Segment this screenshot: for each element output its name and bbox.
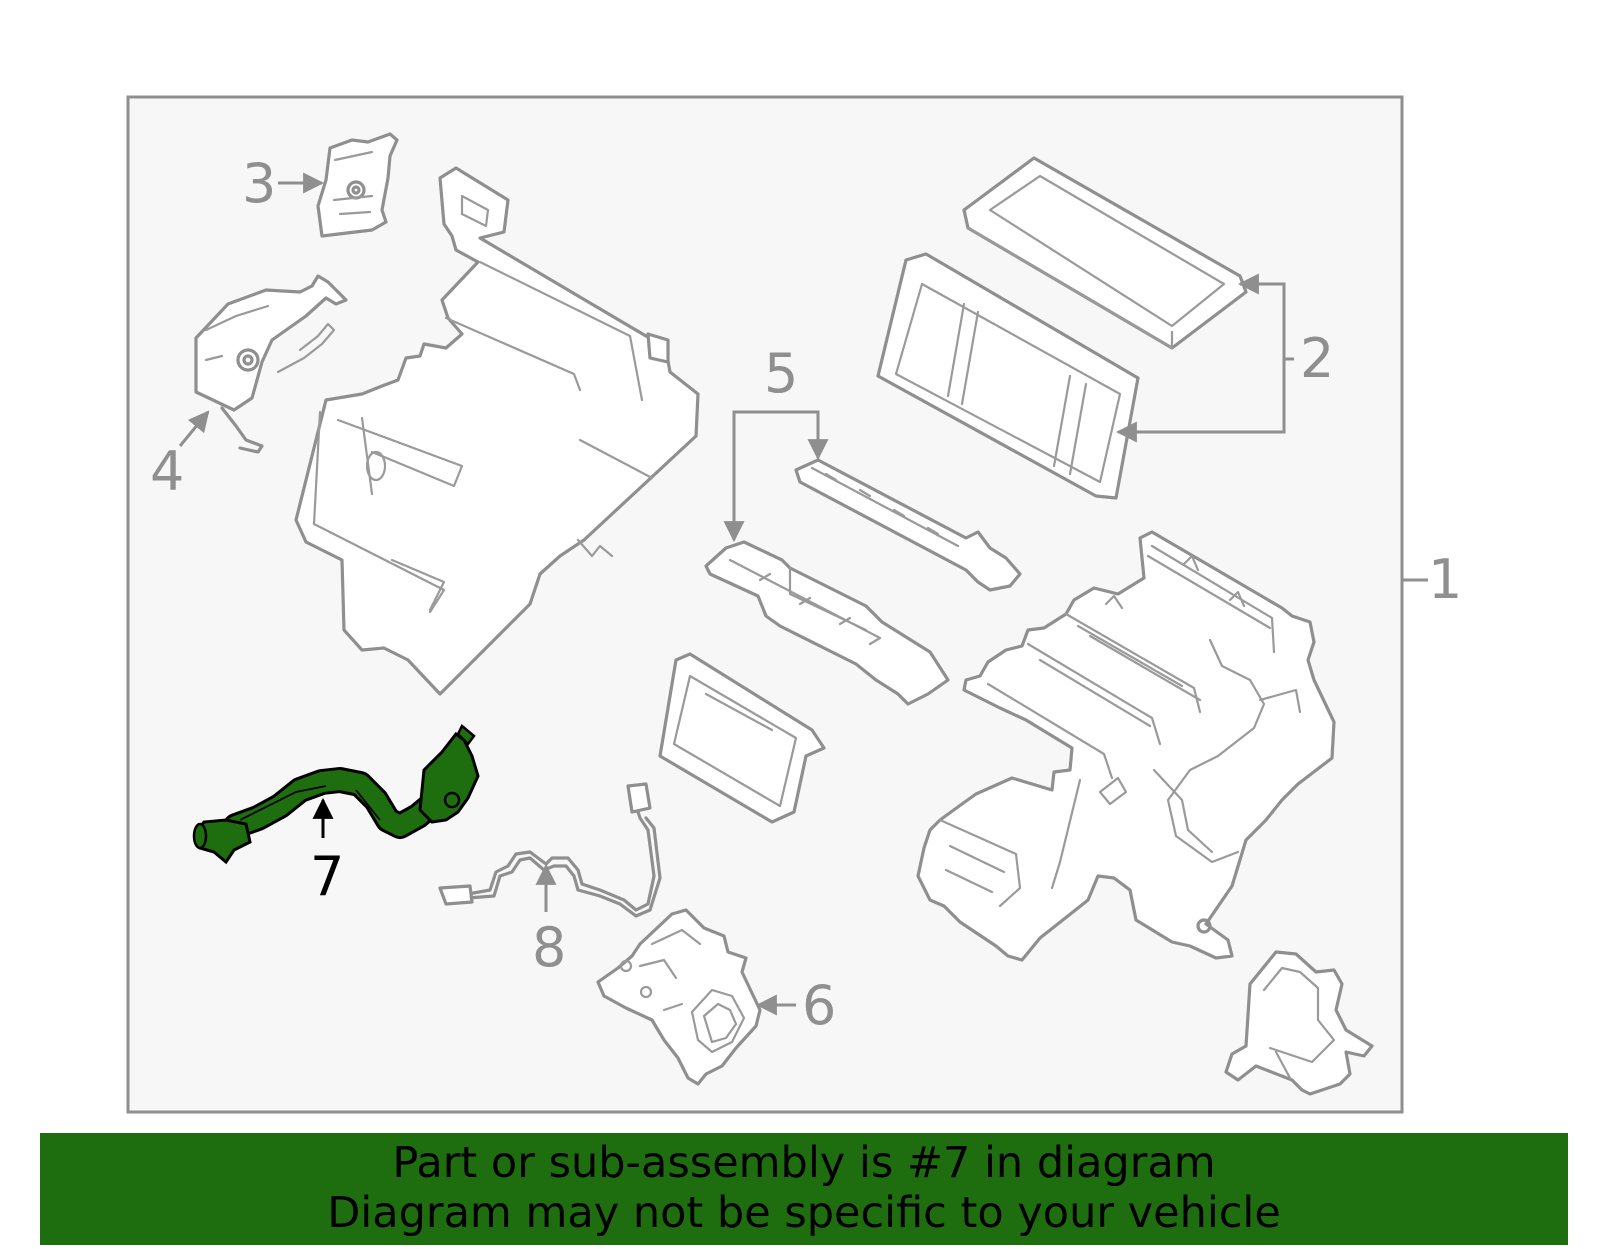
part-2-filter-lower[interactable]	[876, 252, 1140, 500]
leader-4	[178, 410, 210, 447]
part-5-door-lower[interactable]	[704, 540, 950, 706]
upper-case-housing	[294, 166, 700, 696]
callout-6: 6	[802, 974, 836, 1037]
part-7-highlighted[interactable]	[192, 724, 480, 865]
part-8-wire-harness[interactable]	[438, 782, 662, 918]
banner-line-2: Diagram may not be specific to your vehi…	[327, 1188, 1281, 1238]
callout-4: 4	[150, 440, 184, 503]
callout-3: 3	[242, 152, 276, 215]
leader-2b	[1120, 359, 1286, 434]
leader-5	[732, 410, 820, 540]
heater-core	[658, 652, 826, 824]
part-1-hvac-case[interactable]	[916, 530, 1336, 962]
bracket	[1224, 950, 1374, 1096]
part-4-actuator[interactable]	[194, 274, 348, 454]
callout-2: 2	[1300, 327, 1334, 390]
callout-7: 7	[310, 845, 344, 908]
part-3-actuator[interactable]	[316, 132, 399, 238]
callout-8: 8	[532, 916, 566, 979]
info-banner: Part or sub-assembly is #7 in diagram Di…	[40, 1133, 1568, 1245]
part-2-filter-upper[interactable]	[962, 156, 1248, 350]
callout-1: 1	[1428, 548, 1462, 611]
callout-5: 5	[764, 342, 798, 405]
part-5-door-upper[interactable]	[794, 458, 1022, 592]
banner-line-1: Part or sub-assembly is #7 in diagram	[392, 1138, 1216, 1188]
leader-2	[1244, 282, 1294, 361]
part-6-duct[interactable]	[596, 908, 762, 1086]
